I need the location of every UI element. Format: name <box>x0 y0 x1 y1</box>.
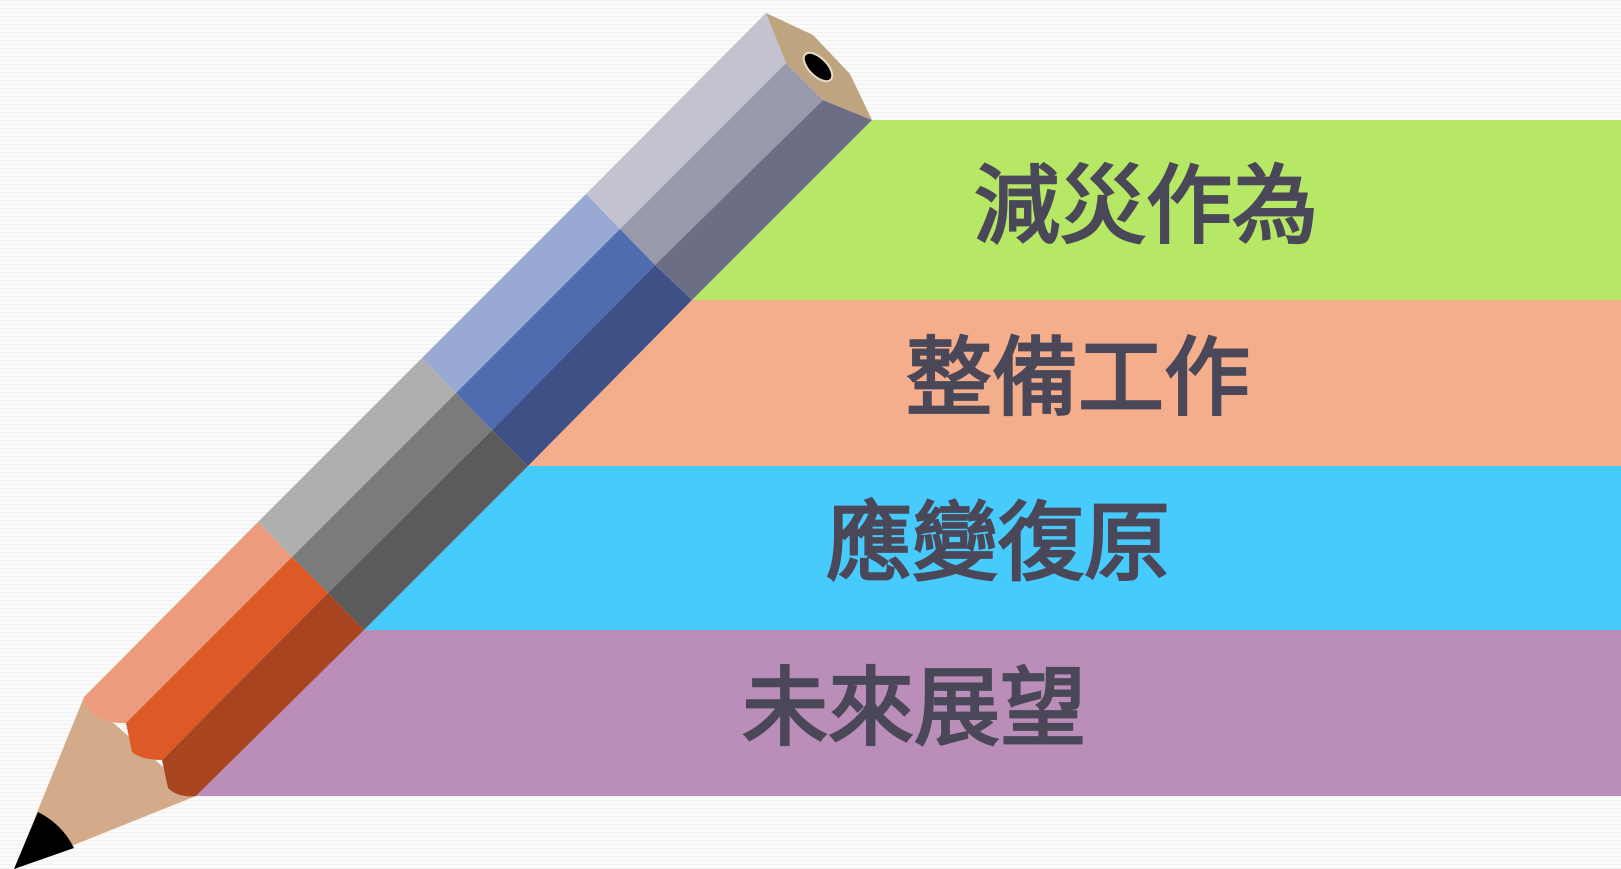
band-3 <box>364 466 1621 630</box>
band-4 <box>196 630 1621 796</box>
pencil-silver-dark-stripe <box>328 430 528 630</box>
band-2-label: 整備工作 <box>906 328 1250 428</box>
pencil-wood-tip <box>14 697 196 869</box>
pencil-gray-mid-stripe <box>620 63 823 265</box>
pencil-blue-dark-stripe <box>492 265 692 466</box>
pencil-eraser-hole <box>802 51 834 83</box>
pencil-orange-light-stripe <box>84 522 292 724</box>
pencil-blue-light-stripe <box>422 194 620 393</box>
pencil-blue-mid-stripe <box>456 229 655 430</box>
band-4-label: 未來展望 <box>742 658 1086 758</box>
band-1-label: 減災作為 <box>974 156 1318 256</box>
pencil-silver-mid-stripe <box>292 393 492 593</box>
band-1 <box>692 120 1621 300</box>
pencil-illustration <box>14 13 872 869</box>
band-3-label: 應變復原 <box>826 493 1170 593</box>
band-2 <box>528 300 1621 466</box>
pencil-gray-dark-stripe <box>655 100 872 300</box>
pencil-orange-dark-stripe <box>162 593 364 797</box>
pencil-lead <box>14 812 74 869</box>
pencil-gray-light-stripe <box>586 13 786 229</box>
pencil-silver-light-stripe <box>258 358 456 557</box>
pencil-orange-mid-stripe <box>126 557 328 760</box>
